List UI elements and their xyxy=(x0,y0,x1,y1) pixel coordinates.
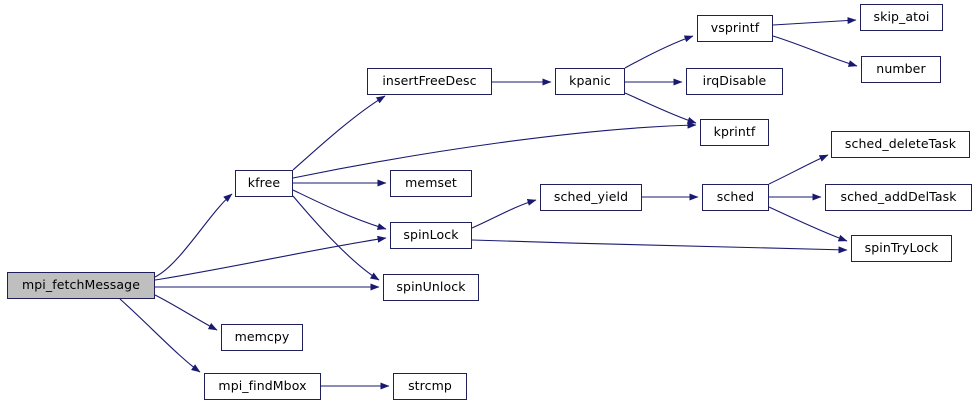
node-kpanic[interactable]: kpanic xyxy=(555,68,625,95)
node-label: skip_atoi xyxy=(873,9,930,25)
node-sched_deleteTask[interactable]: sched_deleteTask xyxy=(831,131,970,158)
edge-sched-to-sched_deleteTask xyxy=(768,154,829,185)
node-vsprintf[interactable]: vsprintf xyxy=(697,15,773,42)
node-mpi_fetchMessage[interactable]: mpi_fetchMessage xyxy=(7,272,155,299)
node-kprintf[interactable]: kprintf xyxy=(700,119,769,146)
node-label: number xyxy=(876,61,926,77)
edge-kpanic-to-vsprintf xyxy=(624,35,694,69)
node-memcpy[interactable]: memcpy xyxy=(221,324,303,351)
node-spinLock[interactable]: spinLock xyxy=(390,222,472,249)
node-label: kpanic xyxy=(569,73,611,89)
node-mpi_findMbox[interactable]: mpi_findMbox xyxy=(204,373,321,400)
edge-kfree-to-spinLock xyxy=(292,189,387,230)
node-sched[interactable]: sched xyxy=(702,184,769,211)
edge-vsprintf-to-skip_atoi xyxy=(772,17,857,26)
node-label: spinUnlock xyxy=(396,279,466,295)
edge-mpi_fetchMessage-to-spinLock xyxy=(154,235,387,281)
node-label: mpi_findMbox xyxy=(218,378,307,394)
node-spinTryLock[interactable]: spinTryLock xyxy=(851,235,952,262)
node-label: irqDisable xyxy=(702,73,767,89)
edge-vsprintf-to-number xyxy=(772,35,858,67)
node-skip_atoi[interactable]: skip_atoi xyxy=(860,4,943,31)
node-memset[interactable]: memset xyxy=(390,170,472,197)
node-label: spinLock xyxy=(403,227,459,243)
edge-kfree-to-kprintf xyxy=(292,121,697,179)
edge-spinLock-to-spinTryLock xyxy=(471,239,848,254)
node-label: memset xyxy=(405,175,457,191)
edge-mpi_fetchMessage-to-memcpy xyxy=(154,294,218,331)
node-sched_addDelTask[interactable]: sched_addDelTask xyxy=(825,184,972,211)
edge-sched-to-spinTryLock xyxy=(768,206,848,242)
node-label: sched_addDelTask xyxy=(840,189,957,205)
node-strcmp[interactable]: strcmp xyxy=(393,373,467,400)
node-label: vsprintf xyxy=(710,20,760,36)
node-irqDisable[interactable]: irqDisable xyxy=(686,68,783,95)
node-sched_yield[interactable]: sched_yield xyxy=(540,184,642,211)
edge-spinLock-to-sched_yield xyxy=(471,198,537,229)
node-label: sched xyxy=(716,189,755,205)
node-label: kfree xyxy=(247,175,281,191)
node-label: strcmp xyxy=(408,378,452,394)
node-label: spinTryLock xyxy=(864,240,939,256)
edge-mpi_fetchMessage-to-mpi_findMbox xyxy=(119,298,201,373)
edge-kfree-to-spinUnlock xyxy=(292,195,380,281)
node-label: memcpy xyxy=(234,329,290,345)
node-spinUnlock[interactable]: spinUnlock xyxy=(383,274,479,301)
node-label: insertFreeDesc xyxy=(382,73,477,89)
node-label: mpi_fetchMessage xyxy=(21,277,140,293)
node-label: sched_deleteTask xyxy=(844,136,957,152)
node-label: sched_yield xyxy=(553,189,629,205)
node-kfree[interactable]: kfree xyxy=(235,170,293,197)
node-label: kprintf xyxy=(713,124,756,140)
edge-kfree-to-insertFreeDesc xyxy=(292,95,386,171)
edge-mpi_fetchMessage-to-kfree xyxy=(154,193,233,278)
node-insertFreeDesc[interactable]: insertFreeDesc xyxy=(367,68,492,95)
edges-group xyxy=(119,17,858,390)
node-number[interactable]: number xyxy=(861,56,941,83)
edge-kpanic-to-kprintf xyxy=(624,92,697,124)
